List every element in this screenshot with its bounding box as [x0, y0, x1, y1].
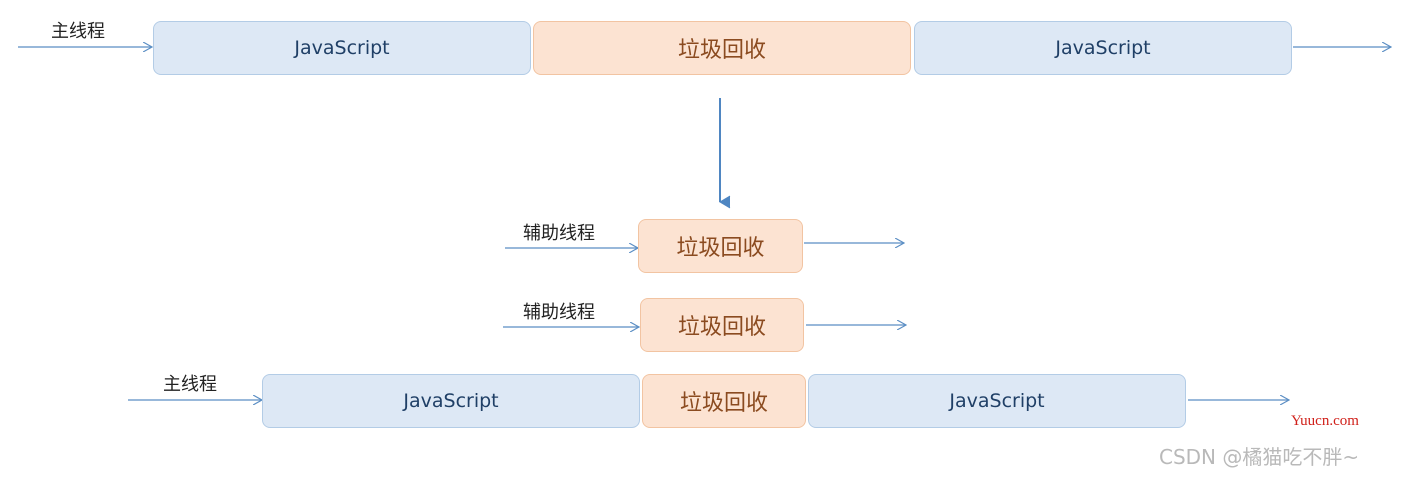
row4-javascript-block-a: JavaScript: [262, 374, 640, 428]
helper1-thread-label: 辅助线程: [523, 223, 595, 244]
row4-gc-block: 垃圾回收: [642, 374, 806, 428]
row1-thread-label: 主线程: [51, 21, 105, 42]
helper1-gc-text: 垃圾回收: [676, 236, 765, 261]
row4-javascript-a-text: JavaScript: [403, 390, 499, 412]
row1-javascript-b-text: JavaScript: [1055, 37, 1151, 59]
row1-gc-block: 垃圾回收: [533, 21, 911, 75]
row1-javascript-a-text: JavaScript: [294, 37, 390, 59]
row1-javascript-block-b: JavaScript: [914, 21, 1292, 75]
site-watermark: Yuucn.com: [1291, 413, 1359, 429]
row4-gc-text: 垃圾回收: [679, 391, 768, 416]
helper2-thread-label: 辅助线程: [523, 302, 595, 323]
author-watermark: CSDN @橘猫吃不胖~: [1159, 445, 1360, 469]
row4-thread-label: 主线程: [163, 374, 217, 395]
helper2-gc-block: 垃圾回收: [640, 298, 804, 352]
row1-javascript-block-a: JavaScript: [153, 21, 531, 75]
row4-javascript-block-b: JavaScript: [808, 374, 1186, 428]
helper2-gc-text: 垃圾回收: [677, 315, 766, 340]
row4-javascript-b-text: JavaScript: [949, 390, 1045, 412]
helper1-gc-block: 垃圾回收: [638, 219, 803, 273]
row1-gc-text: 垃圾回收: [677, 38, 766, 63]
